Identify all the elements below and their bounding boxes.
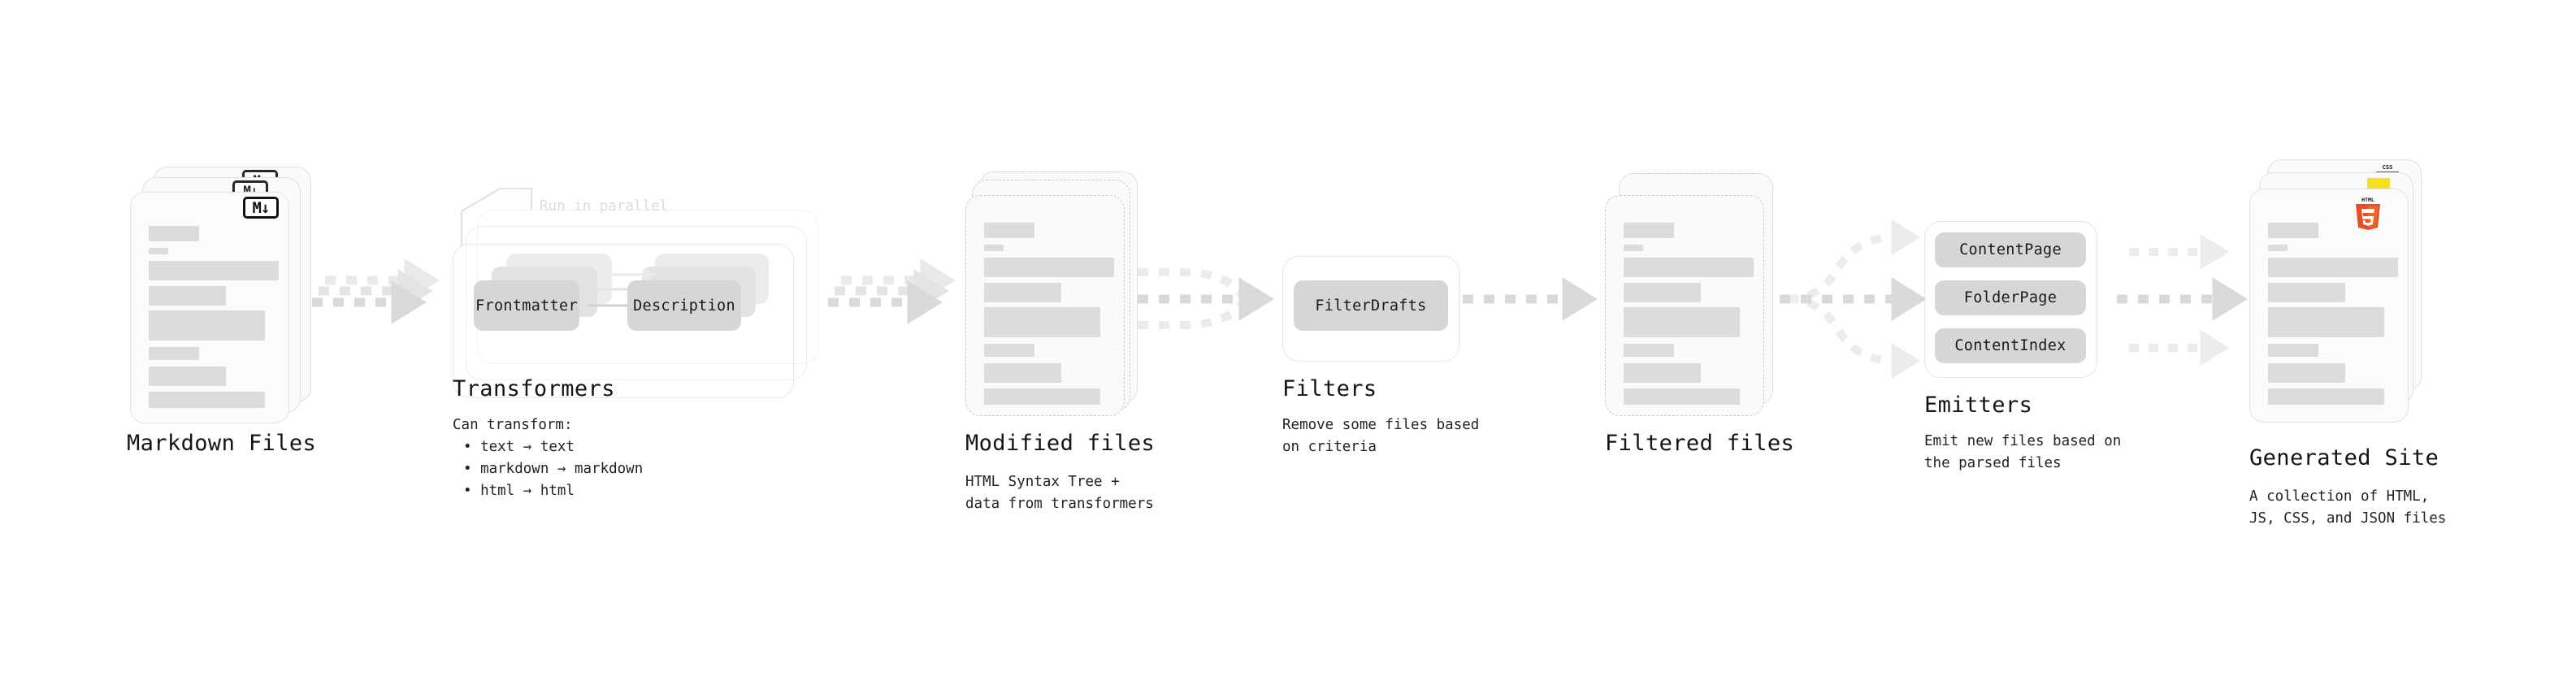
transformers-bullet-1: • markdown → markdown bbox=[463, 461, 644, 477]
content-bar bbox=[1624, 283, 1701, 302]
content-bar bbox=[149, 226, 199, 241]
content-bar bbox=[984, 258, 1114, 277]
content-bar bbox=[1624, 258, 1754, 277]
content-bar bbox=[1624, 363, 1701, 383]
content-bar bbox=[149, 310, 265, 340]
content-bar bbox=[1624, 344, 1674, 357]
content-bar bbox=[984, 283, 1061, 302]
content-bar bbox=[149, 347, 199, 360]
content-bar bbox=[2268, 344, 2318, 357]
transformers-bullet-0: • text → text bbox=[463, 439, 575, 455]
emitters-group bbox=[1924, 221, 2097, 378]
content-bar bbox=[2268, 223, 2318, 238]
content-bar bbox=[984, 307, 1100, 337]
markdown-file-card-front bbox=[130, 192, 289, 423]
modified-file-card-front bbox=[965, 195, 1125, 416]
arrow-modified-to-filters bbox=[1138, 268, 1247, 329]
arrow-transformers-to-modified bbox=[828, 280, 943, 324]
stage-label-transformers: Transformers bbox=[453, 376, 615, 401]
content-bar bbox=[2268, 258, 2398, 277]
arrow-emitters-to-site bbox=[2129, 234, 2229, 366]
content-bar bbox=[984, 245, 1004, 251]
content-bar bbox=[2268, 307, 2384, 337]
content-bar bbox=[2268, 245, 2288, 251]
arrow-filters-to-filtered bbox=[1463, 277, 1598, 321]
content-bar bbox=[1624, 223, 1674, 238]
emitter-chip-contentpage[interactable]: ContentPage bbox=[1935, 232, 2086, 267]
content-bar bbox=[2268, 363, 2345, 383]
svg-text:HTML: HTML bbox=[2361, 197, 2374, 203]
filtered-file-card-front bbox=[1605, 195, 1764, 416]
transformer-group-mid bbox=[466, 226, 807, 380]
content-bar bbox=[149, 392, 265, 408]
run-in-parallel-note: Run in parallel bbox=[540, 198, 669, 215]
stage-label-markdown-files: Markdown Files bbox=[127, 431, 317, 456]
modified-files-caption: HTML Syntax Tree + data from transformer… bbox=[965, 474, 1154, 512]
transformer-chip-description[interactable]: Description bbox=[627, 280, 741, 331]
content-bar bbox=[984, 363, 1061, 383]
stage-label-modified-files: Modified files bbox=[965, 431, 1156, 456]
filters-group bbox=[1282, 256, 1459, 362]
content-bar bbox=[149, 261, 279, 280]
content-bar bbox=[1624, 388, 1740, 405]
content-bar bbox=[2268, 388, 2384, 405]
content-bar bbox=[1624, 245, 1643, 251]
stage-label-generated-site: Generated Site bbox=[2249, 445, 2439, 471]
content-bar bbox=[149, 286, 226, 306]
filter-chip-filterdrafts[interactable]: FilterDrafts bbox=[1294, 280, 1448, 331]
transformer-group-front bbox=[453, 244, 794, 398]
arrow-filtered-to-emitters bbox=[1787, 233, 1894, 365]
content-bar bbox=[149, 248, 168, 254]
content-bar bbox=[2268, 283, 2345, 302]
filters-caption: Remove some files based on criteria bbox=[1282, 417, 1480, 455]
markdown-badge-front: M↓ bbox=[243, 197, 279, 219]
content-bar bbox=[984, 388, 1100, 405]
emitters-caption: Emit new files based on the parsed files bbox=[1924, 433, 2122, 471]
html5-icon: HTML bbox=[2356, 197, 2380, 230]
stage-label-filters: Filters bbox=[1282, 376, 1377, 401]
content-bar bbox=[984, 344, 1034, 357]
content-bar bbox=[1624, 307, 1740, 337]
arrow-markdown-to-transformers bbox=[325, 258, 440, 302]
transformer-chip-frontmatter[interactable]: Frontmatter bbox=[474, 280, 579, 331]
emitter-chip-contentindex[interactable]: ContentIndex bbox=[1935, 328, 2086, 363]
emitter-chip-folderpage[interactable]: FolderPage bbox=[1935, 280, 2086, 315]
transformers-bullet-2: • html → html bbox=[463, 483, 575, 499]
stage-label-filtered-files: Filtered files bbox=[1605, 431, 1795, 456]
site-file-card-html bbox=[2249, 189, 2409, 423]
content-bar bbox=[149, 367, 226, 386]
transformers-caption: Can transform: bbox=[453, 417, 573, 433]
stage-label-emitters: Emitters bbox=[1924, 393, 2033, 418]
generated-site-caption: A collection of HTML, JS, CSS, and JSON … bbox=[2249, 488, 2447, 527]
content-bar bbox=[984, 223, 1034, 238]
